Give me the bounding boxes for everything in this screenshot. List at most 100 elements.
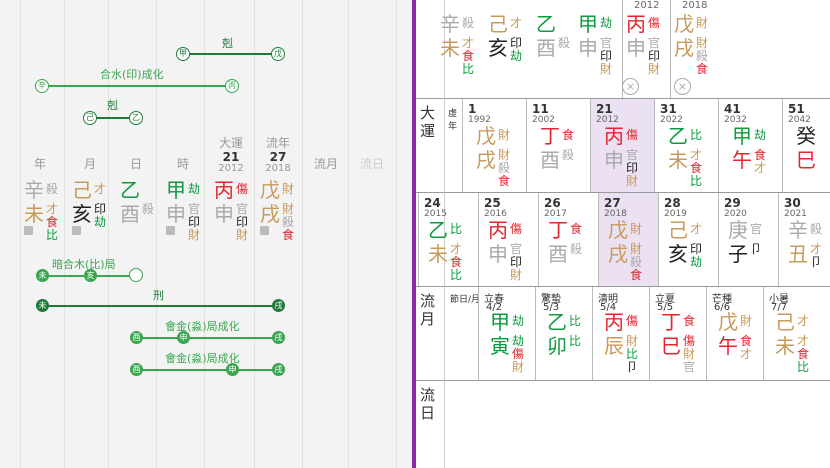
dayun-age: 21 bbox=[596, 102, 613, 116]
liunian-cell[interactable] bbox=[658, 193, 718, 286]
liunian-year: 2017 bbox=[544, 209, 567, 219]
dayun-cell[interactable] bbox=[654, 99, 718, 192]
xu-nian-label: 虛年 bbox=[448, 109, 458, 132]
liunian-cell[interactable] bbox=[418, 193, 478, 286]
hidden-god: 財 bbox=[648, 62, 661, 76]
earthly-branch: 未 bbox=[428, 242, 448, 266]
earthly-branch: 戌 bbox=[674, 36, 694, 60]
solar-term: 驚蟄 bbox=[541, 294, 561, 305]
earthly-branch: 申 bbox=[166, 202, 186, 226]
hidden-god: 才 bbox=[450, 242, 463, 256]
remove-button[interactable]: × bbox=[622, 78, 639, 95]
liunian-age: 30 bbox=[784, 196, 801, 210]
hidden-god: 官 bbox=[188, 202, 201, 216]
stem-god: 食 bbox=[570, 222, 583, 236]
relation-node: 酉 bbox=[130, 363, 143, 376]
heavenly-stem: 癸 bbox=[796, 124, 816, 148]
hidden-god: 印 bbox=[600, 49, 613, 63]
heavenly-stem: 丙 bbox=[604, 310, 624, 334]
column-year-dayun: 2012 bbox=[218, 163, 244, 174]
relation-node: 戌 bbox=[272, 331, 285, 344]
stem-god: 劫 bbox=[754, 128, 767, 142]
liuyue-cell[interactable] bbox=[478, 287, 535, 380]
hidden-god: 殺 bbox=[562, 148, 575, 162]
grid-line bbox=[20, 0, 21, 468]
liunian-cell[interactable] bbox=[478, 193, 538, 286]
row-label-liuyue: 流月 bbox=[420, 292, 436, 328]
liuyue-cell[interactable] bbox=[763, 287, 820, 380]
earthly-branch: 戌 bbox=[476, 148, 496, 172]
earthly-branch: 申 bbox=[604, 148, 624, 172]
stem-god: 比 bbox=[569, 314, 582, 328]
earthly-branch: 申 bbox=[488, 242, 508, 266]
relation-node: 亥 bbox=[84, 269, 97, 282]
dayun-cell[interactable] bbox=[782, 99, 830, 192]
liunian-year: 2015 bbox=[424, 209, 447, 219]
solar-term: 立夏 bbox=[655, 294, 675, 305]
heavenly-stem: 甲 bbox=[166, 178, 186, 202]
grid-line bbox=[156, 0, 157, 468]
relation-label: 剋 bbox=[222, 37, 233, 50]
top-year2: 2018 bbox=[682, 0, 708, 11]
liunian-cell[interactable] bbox=[778, 193, 830, 286]
liunian-cell[interactable] bbox=[718, 193, 778, 286]
relation-label: 會金(淼)局成化 bbox=[165, 352, 240, 365]
dayun-age: 51 bbox=[788, 102, 805, 116]
hidden-god: 比 bbox=[46, 228, 59, 242]
earthly-branch: 午 bbox=[732, 148, 752, 172]
earthly-branch: 丑 bbox=[788, 242, 808, 266]
solar-term: 芒種 bbox=[712, 294, 732, 305]
relation-line bbox=[136, 337, 278, 339]
stem-god: 傷 bbox=[236, 182, 249, 196]
hidden-god: 才 bbox=[754, 161, 767, 175]
hidden-god: 官 bbox=[236, 202, 249, 216]
row-separator bbox=[416, 286, 830, 287]
relation-label: 剋 bbox=[107, 99, 118, 112]
earthly-branch: 未 bbox=[24, 202, 44, 226]
stem-god: 劫 bbox=[512, 314, 525, 328]
liuyue-cell[interactable] bbox=[706, 287, 763, 380]
column-header-month: 月 bbox=[83, 157, 96, 171]
liuyue-cell[interactable] bbox=[592, 287, 649, 380]
hidden-god: 官 bbox=[600, 36, 613, 50]
dayun-cell[interactable] bbox=[526, 99, 590, 192]
solar-term: 清明 bbox=[598, 294, 618, 305]
heavenly-stem: 戊 bbox=[674, 12, 694, 36]
remove-button[interactable]: × bbox=[674, 78, 691, 95]
earthly-branch: 酉 bbox=[540, 148, 560, 172]
dayun-year: 2012 bbox=[596, 115, 619, 125]
liuyue-cell[interactable] bbox=[649, 287, 706, 380]
earthly-branch: 巳 bbox=[796, 148, 816, 172]
dayun-cell[interactable] bbox=[718, 99, 782, 192]
hidden-god: 食 bbox=[754, 148, 767, 162]
earthly-branch: 子 bbox=[728, 242, 748, 266]
hidden-god: 比 bbox=[462, 62, 475, 76]
grid-line bbox=[348, 0, 349, 468]
hidden-god: 印 bbox=[188, 215, 201, 229]
jie-label: 節日/月 bbox=[450, 295, 481, 305]
row-label-dayun: 大運 bbox=[420, 104, 436, 140]
hidden-god: 官 bbox=[510, 242, 523, 256]
hidden-god: 比 bbox=[450, 268, 463, 282]
hidden-god: 財 bbox=[512, 360, 525, 374]
liunian-cell[interactable] bbox=[538, 193, 598, 286]
liuyue-cell[interactable] bbox=[535, 287, 592, 380]
dayun-cell[interactable] bbox=[462, 99, 526, 192]
relation-node: 甲 bbox=[176, 47, 190, 61]
heavenly-stem: 乙 bbox=[536, 12, 556, 36]
dayun-year: 2022 bbox=[660, 115, 683, 125]
dayun-cell[interactable] bbox=[590, 99, 654, 192]
grid-line bbox=[64, 0, 65, 468]
hidden-stem-badge bbox=[260, 226, 269, 235]
hidden-god: 財 bbox=[282, 202, 295, 216]
hidden-god: 殺 bbox=[282, 215, 295, 229]
hidden-god: 食 bbox=[740, 334, 753, 348]
relation-line bbox=[42, 85, 232, 87]
earthly-branch: 巳 bbox=[661, 334, 681, 358]
panel-divider[interactable] bbox=[412, 0, 416, 468]
liunian-cell[interactable] bbox=[598, 193, 658, 286]
earthly-branch: 辰 bbox=[604, 334, 624, 358]
heavenly-stem: 丙 bbox=[626, 12, 646, 36]
